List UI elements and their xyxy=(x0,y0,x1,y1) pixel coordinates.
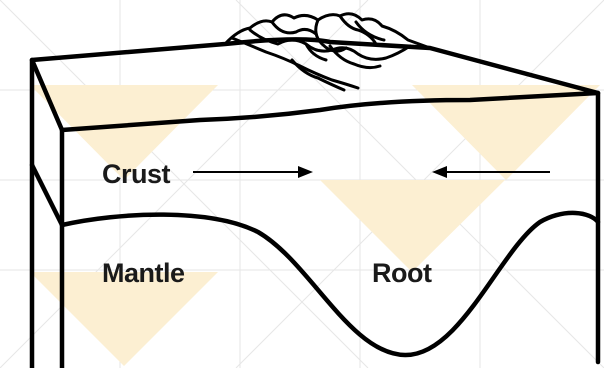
arrow-head-right-icon xyxy=(298,166,313,178)
background-watermark-triangles xyxy=(30,85,600,366)
compression-arrow-left xyxy=(193,166,313,178)
mantle-label: Mantle xyxy=(102,258,185,288)
arrow-head-left-icon xyxy=(432,166,447,178)
side-boundary-line xyxy=(29,162,65,228)
compression-arrow-right xyxy=(432,166,550,178)
mountain-range-sketch xyxy=(223,12,432,92)
crust-mantle-boundary xyxy=(59,210,601,358)
root-label: Root xyxy=(372,258,432,288)
crust-label: Crust xyxy=(102,159,171,189)
